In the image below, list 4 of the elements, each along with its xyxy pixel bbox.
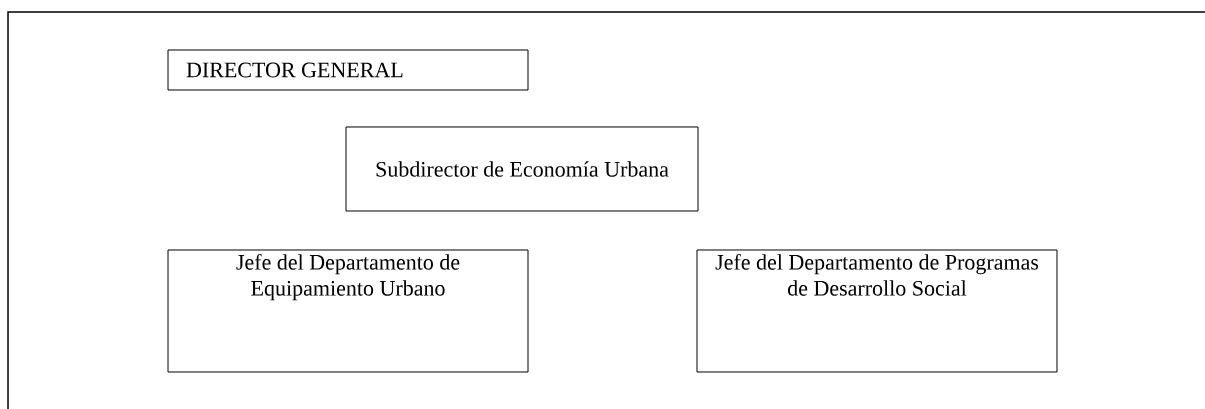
org-box: DIRECTOR GENERAL (167, 49, 529, 91)
org-box: Jefe del Departamento de Programas de Desarrollo Social (696, 249, 1058, 373)
org-box: Subdirector de Economía Urbana (345, 126, 699, 212)
org-box: Jefe del Departamento de Equipamiento Urbano (167, 249, 529, 373)
